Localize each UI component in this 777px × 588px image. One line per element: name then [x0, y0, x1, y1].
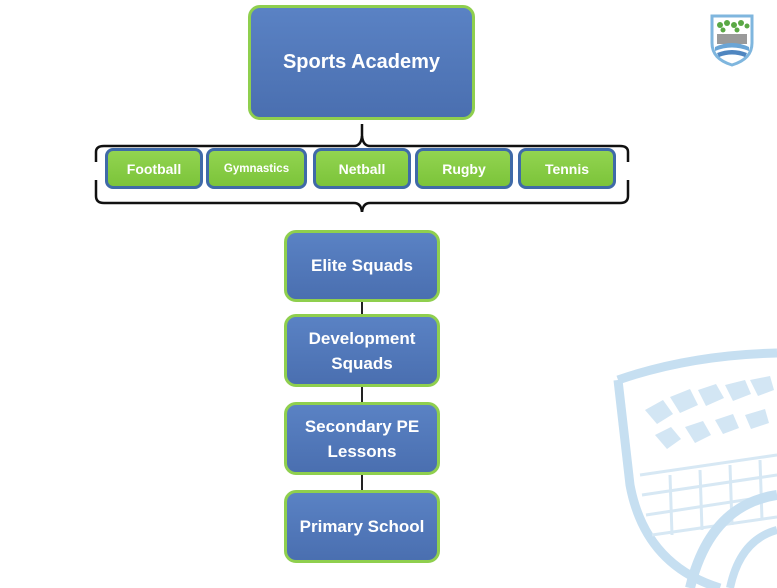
development-squads-box: Development Squads [284, 314, 440, 387]
elite-squads-box: Elite Squads [284, 230, 440, 302]
sport-label: Gymnastics [223, 162, 290, 175]
school-crest-logo [710, 14, 754, 67]
connector-line [361, 302, 363, 314]
sports-academy-box: Sports Academy [248, 5, 475, 120]
connector-line [361, 475, 363, 490]
level-label: Secondary PE Lessons [304, 416, 420, 461]
secondary-pe-lessons-box: Secondary PE Lessons [284, 402, 440, 475]
sport-rugby-box: Rugby [415, 148, 513, 189]
primary-school-box: Primary School [284, 490, 440, 563]
sports-list: Football Gymnastics Netball Rugby Tennis [105, 148, 619, 189]
sport-label: Netball [338, 160, 386, 177]
school-crest-watermark [613, 348, 777, 588]
sports-bracket [94, 124, 630, 212]
sport-tennis-box: Tennis [518, 148, 616, 189]
sport-football-box: Football [105, 148, 203, 189]
sport-label: Tennis [544, 160, 590, 177]
level-label: Primary School [299, 516, 425, 536]
level-label: Development Squads [308, 328, 416, 373]
sport-netball-box: Netball [313, 148, 411, 189]
sport-gymnastics-box: Gymnastics [206, 148, 307, 189]
sport-label: Rugby [442, 160, 486, 177]
connector-line [361, 387, 363, 402]
sports-academy-label: Sports Academy [282, 51, 441, 73]
level-label: Elite Squads [310, 256, 414, 275]
sport-label: Football [126, 160, 182, 177]
